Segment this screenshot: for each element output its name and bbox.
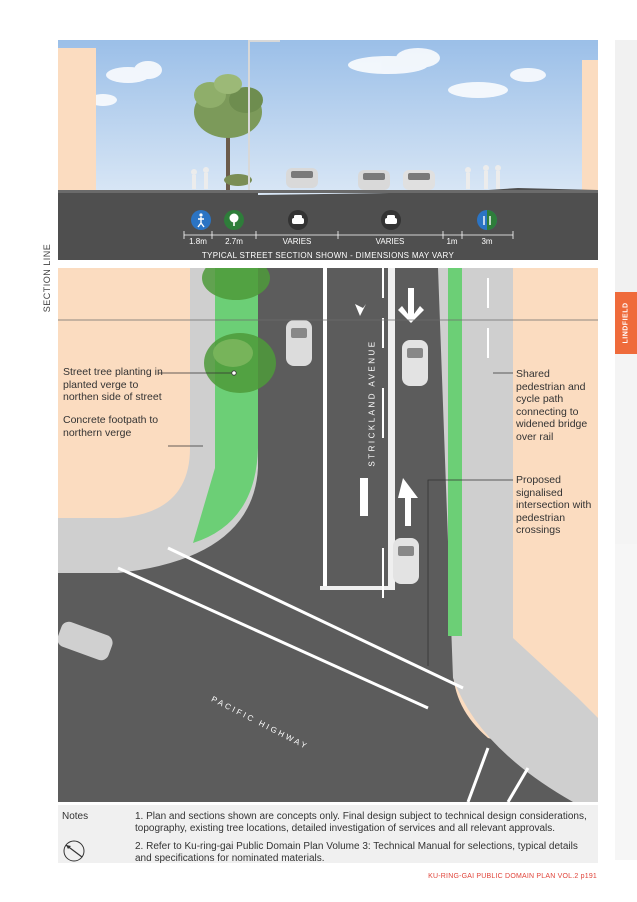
strickland-avenue-label: STRICKLAND AVENUE — [367, 339, 377, 467]
tree-illustration — [194, 74, 263, 190]
side-tab-label: LINDFIELD — [622, 302, 630, 344]
car-illustration — [58, 320, 428, 661]
tree-illustration — [202, 268, 276, 393]
side-tab — [615, 354, 637, 544]
side-tab — [615, 40, 637, 292]
footpath-annotation: Concrete footpath to northern verge — [63, 414, 159, 439]
car-icon — [288, 210, 308, 230]
pedestrian-icon — [191, 210, 211, 230]
side-tab — [615, 544, 637, 860]
dimension-footpath: 1.8m — [189, 237, 207, 246]
side-tab-lindfield[interactable]: LINDFIELD — [615, 292, 637, 354]
section-line-label: SECTION LINE — [42, 243, 52, 313]
plan-diagram: Street tree planting in planted verge to… — [58, 268, 598, 802]
intersection-annotation: Proposed signalised intersection with pe… — [516, 474, 592, 536]
section-caption: TYPICAL STREET SECTION SHOWN - DIMENSION… — [201, 251, 455, 260]
dimension-verge: 2.7m — [225, 237, 243, 246]
dimension-separator: 1m — [446, 237, 458, 246]
street-section-diagram: 1.8m 2.7m VARIES VARIES 1m 3m — [58, 40, 598, 260]
car-illustration — [286, 168, 435, 190]
note-item: 1. Plan and sections shown are concepts … — [135, 811, 587, 834]
footer-text: KU-RING-GAI PUBLIC DOMAIN PLAN VOL.2 p19… — [428, 873, 597, 880]
dimension-row: 1.8m 2.7m VARIES VARIES 1m 3m — [58, 237, 598, 249]
dimension-lane-2: VARIES — [375, 237, 405, 246]
note-item: 2. Refer to Ku-ring-gai Public Domain Pl… — [135, 841, 578, 864]
notes-title: Notes — [62, 811, 89, 822]
north-arrow-icon — [62, 839, 86, 868]
street-tree-annotation: Street tree planting in planted verge to… — [63, 366, 163, 403]
notes-panel — [58, 805, 598, 863]
tree-icon — [224, 210, 244, 230]
car-icon — [381, 210, 401, 230]
cloud — [89, 48, 546, 106]
dimension-shared-path: 3m — [481, 237, 493, 246]
shared-path-annotation: Shared pedestrian and cycle path connect… — [516, 368, 588, 443]
shared-path-icon — [477, 210, 497, 230]
dimension-lane-1: VARIES — [282, 237, 312, 246]
